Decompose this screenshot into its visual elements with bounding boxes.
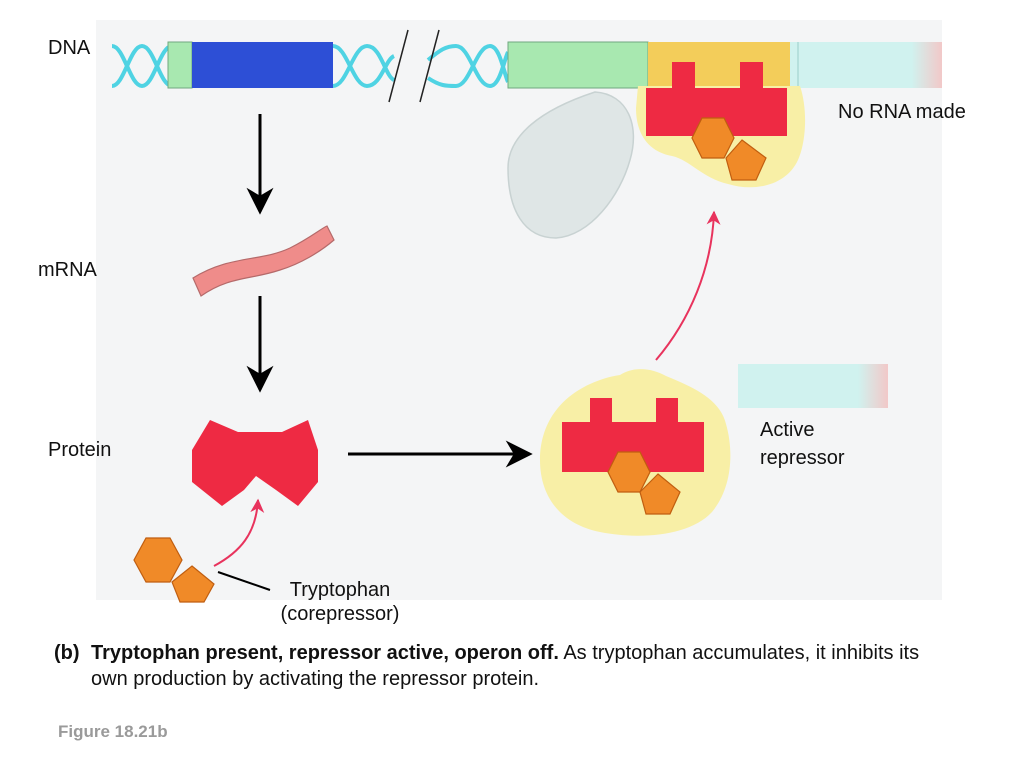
label-mrna: mRNA [38, 259, 97, 281]
dna-helix-left [111, 43, 173, 89]
bound-tryptophan-hexagon [691, 117, 735, 159]
caption-text: As tryptophan accumulates, it inhibits i… [91, 642, 920, 690]
bound-repressor-shape [646, 62, 787, 136]
label-active-repressor: Active repressor [760, 416, 844, 472]
active-tryptophan-pentagon [639, 473, 681, 515]
label-dna: DNA [48, 37, 91, 59]
dna-segment-region [507, 41, 649, 89]
label-active-repressor-line2: repressor [760, 447, 845, 469]
free-tryptophan [133, 537, 215, 603]
label-no-rna-made: No RNA made [838, 101, 966, 123]
dna-segment-downstream [790, 42, 942, 88]
caption-body: Tryptophan present, repressor active, op… [91, 640, 931, 692]
repressor-legend-swatch [738, 364, 888, 408]
mrna-strip [192, 225, 335, 297]
label-active-repressor-line1: Active [760, 419, 815, 441]
dna-segment-trp-genes [192, 42, 333, 88]
label-protein: Protein [48, 439, 112, 461]
active-repressor-shape [562, 398, 704, 472]
label-tryptophan-line1: Tryptophan [289, 579, 391, 601]
dna-helix-middle [332, 43, 510, 89]
free-tryptophan-hexagon [133, 537, 183, 583]
label-tryptophan: Tryptophan (corepressor) [270, 578, 410, 626]
active-repressor [540, 369, 731, 536]
dna-break-marks [388, 29, 440, 103]
rna-polymerase-blob [507, 91, 635, 239]
dna-segment-operator [648, 42, 790, 88]
bound-repressor [636, 62, 806, 188]
bound-tryptophan-pentagon [725, 139, 767, 181]
arrow-tryptophan-binding [213, 498, 265, 567]
dna-segment-promoter [167, 41, 193, 89]
caption-tag: (b) [54, 642, 80, 664]
dna-strand [111, 29, 942, 103]
arrow-repressor-to-operator [655, 210, 721, 361]
figure-reference: Figure 18.21b [58, 722, 168, 741]
label-tryptophan-line2: (corepressor) [280, 603, 400, 625]
inactive-repressor-protein [192, 420, 318, 506]
caption-bold-text: Tryptophan present, repressor active, op… [91, 642, 559, 664]
tryptophan-leader-line [217, 571, 271, 591]
free-tryptophan-pentagon [171, 565, 215, 603]
